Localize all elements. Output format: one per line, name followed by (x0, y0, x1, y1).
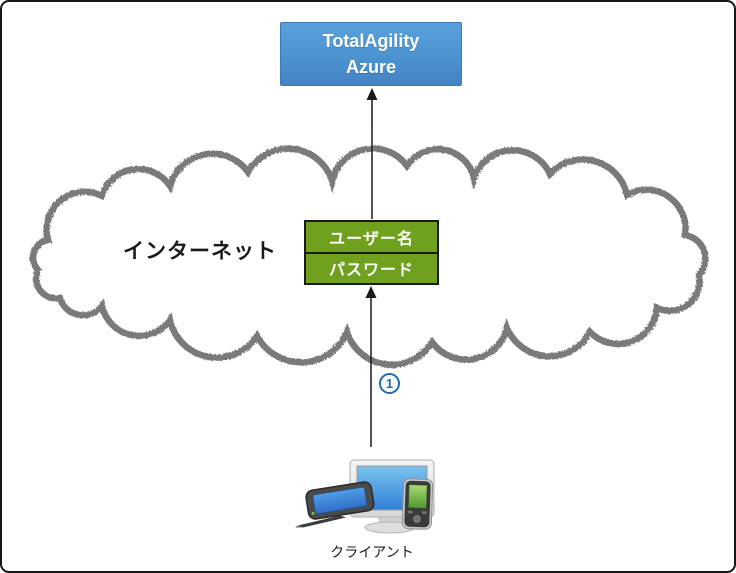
step-number: 1 (385, 376, 394, 391)
up-arrow-client-to-credentials (365, 286, 377, 447)
azure-box: TotalAgility Azure (280, 22, 462, 86)
azure-box-title-line2: Azure (345, 57, 396, 77)
smartphone-icon (401, 478, 434, 530)
tablet-icon (305, 481, 375, 520)
azure-box-title-line1: TotalAgility (322, 31, 420, 51)
up-arrow-credentials-to-azure (366, 88, 378, 219)
password-label: パスワード (328, 262, 414, 280)
credentials-divider (306, 251, 437, 254)
client-label: クライアント (330, 544, 414, 560)
step-1-circle: 1 (379, 373, 400, 394)
stylus-icon (295, 515, 346, 528)
username-label: ユーザー名 (329, 230, 414, 248)
client-devices-icon (295, 459, 435, 534)
internet-cloud-label: インターネット (123, 240, 277, 263)
credentials-box: ユーザー名 パスワード (304, 220, 439, 285)
